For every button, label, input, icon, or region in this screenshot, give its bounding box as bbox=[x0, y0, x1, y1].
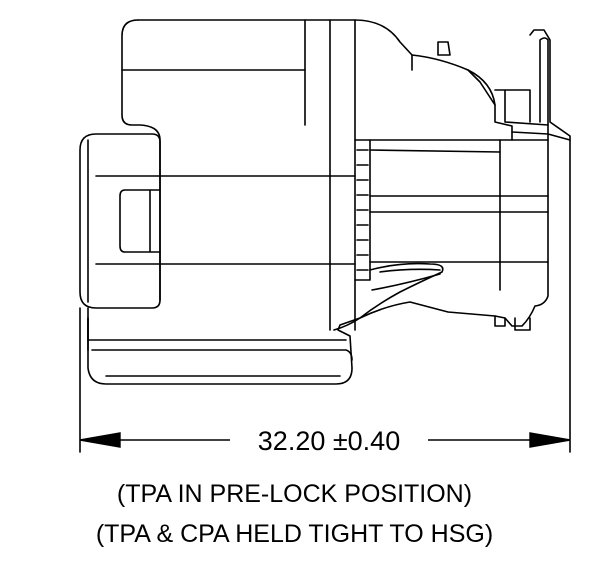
dimension-arrow-right bbox=[529, 432, 571, 448]
cpa-front-block bbox=[79, 133, 161, 309]
dimension-arrow-left bbox=[79, 432, 121, 448]
caption-tpa-position: (TPA IN PRE-LOCK POSITION) bbox=[116, 480, 473, 508]
latch-arm bbox=[333, 262, 444, 331]
rear-latch-post bbox=[529, 29, 571, 141]
caption-tpa-cpa-held: (TPA & CPA HELD TIGHT TO HSG) bbox=[95, 520, 494, 548]
rear-latch-ramp bbox=[494, 89, 549, 126]
cpa-window bbox=[119, 189, 161, 253]
dimension-line bbox=[79, 432, 571, 448]
housing-body-outline bbox=[87, 19, 549, 385]
upper-housing-step bbox=[121, 19, 161, 301]
lower-housing-base bbox=[87, 317, 353, 377]
rear-section-lines bbox=[369, 54, 549, 263]
cpa-horizontal-lines bbox=[95, 175, 356, 265]
tpa-strip bbox=[354, 139, 371, 281]
upper-housing-inner-line bbox=[304, 19, 356, 331]
rear-feet bbox=[494, 315, 531, 331]
latch-arm-inner bbox=[371, 268, 441, 291]
dimension-value: 32.20 ±0.40 bbox=[258, 426, 400, 456]
top-latch-tab bbox=[437, 41, 451, 56]
rear-section-divider bbox=[499, 131, 513, 291]
